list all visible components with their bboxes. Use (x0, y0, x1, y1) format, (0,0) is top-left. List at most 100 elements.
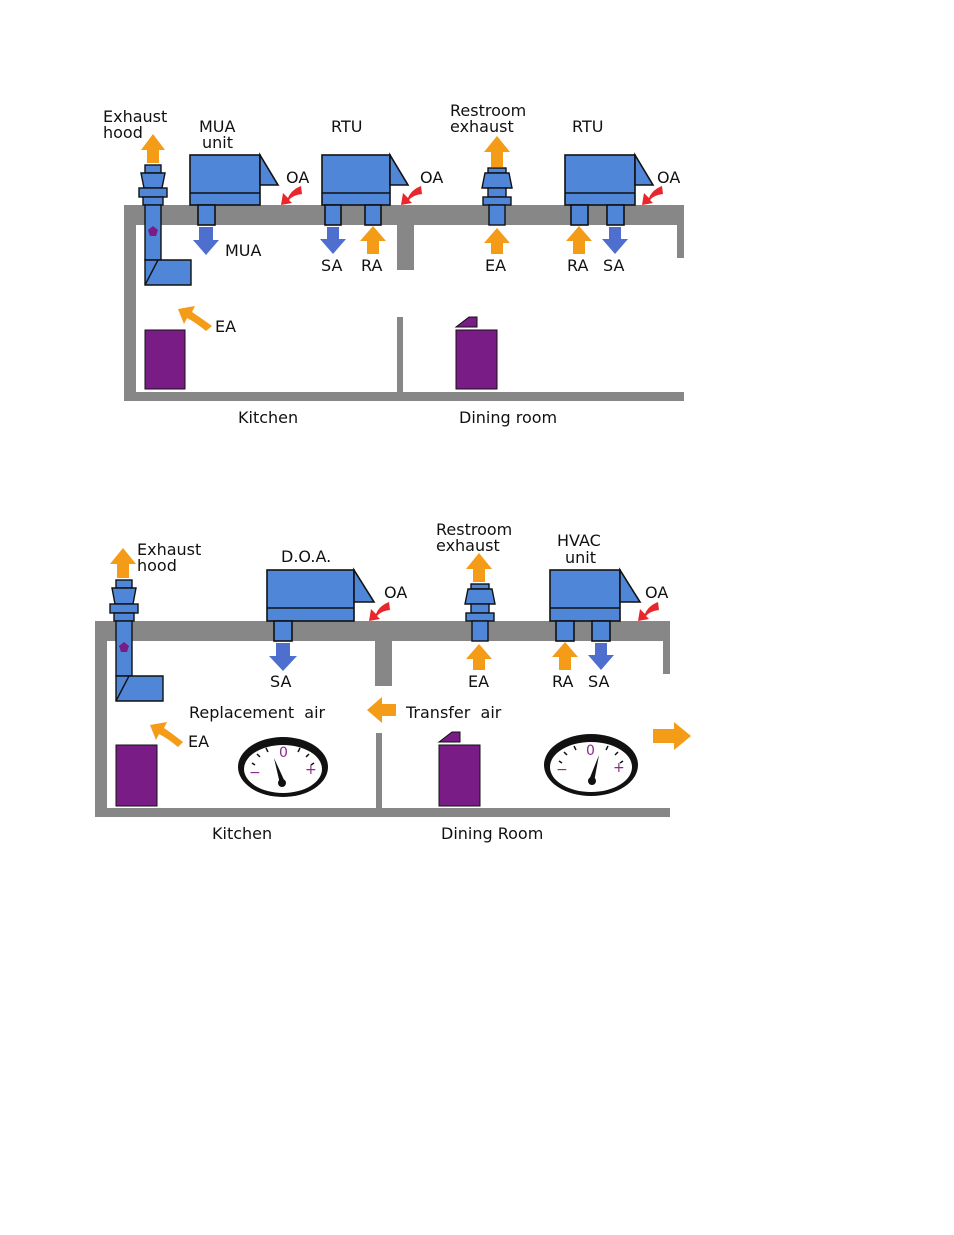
label-room-kitchen: Kitchen (238, 408, 298, 427)
partition-upper (397, 205, 414, 270)
label-sa-1: SA (270, 672, 291, 691)
gauge-plus-label: + (305, 762, 317, 778)
gauge-minus-label: − (249, 765, 261, 781)
label-rtu-2: RTU (572, 117, 603, 136)
exhaust-hood (109, 579, 164, 702)
rtu1-return-arrow (360, 226, 386, 254)
label-exhaust-hood-1: Exhaust (103, 107, 167, 126)
hvac-unit (549, 567, 642, 642)
label-exhaust-hood-2: hood (137, 556, 177, 575)
label-restroom-1: Restroom (450, 101, 526, 120)
oa-arrow-2 (401, 186, 422, 205)
mua-supply-arrow (193, 227, 219, 255)
doa-unit (266, 567, 376, 642)
exhaust-hood (138, 164, 192, 286)
dining-appliance-top (437, 731, 461, 743)
label-replacement-air: Replacement air (189, 703, 326, 722)
restroom-exhaust-fan (464, 583, 496, 642)
label-oa-2: OA (645, 583, 668, 602)
dining-appliance (455, 329, 498, 390)
restroom-exhaust-arrow (466, 553, 492, 582)
label-ea-restroom: EA (468, 672, 489, 691)
label-restroom-2: exhaust (450, 117, 514, 136)
gauge-zero-label: 0 (586, 743, 595, 759)
oa-arrow-2 (638, 602, 659, 621)
label-ra: RA (552, 672, 573, 691)
gauge-needle (274, 758, 285, 784)
pressure-gauge-kitchen: 0 − + (238, 737, 328, 797)
label-restroom-2: exhaust (436, 536, 500, 555)
label-restroom-1: Restroom (436, 520, 512, 539)
oa-arrow-1 (281, 186, 302, 205)
label-ra-2: RA (567, 256, 588, 275)
kitchen-ea-arrow (150, 722, 183, 747)
left-wall (124, 205, 136, 401)
right-wall-stub (677, 205, 684, 258)
mua-unit (189, 152, 280, 226)
label-room-dining: Dining room (459, 408, 557, 427)
right-wall-stub (663, 621, 670, 674)
duct-marker-icon (119, 642, 129, 652)
restroom-ea-arrow (466, 644, 492, 670)
kitchen-appliance (115, 744, 158, 807)
rtu-unit-1 (321, 152, 410, 226)
label-mua-unit-2: unit (202, 133, 233, 152)
label-exhaust-hood-2: hood (103, 123, 143, 142)
label-ea-kitchen: EA (215, 317, 236, 336)
oa-arrow-3 (642, 186, 663, 205)
label-hvac-unit-2: unit (565, 548, 596, 567)
floor-wall (95, 808, 670, 817)
pressure-gauge-dining: 0 − + (544, 734, 638, 796)
hood-exhaust-arrow (141, 134, 165, 163)
label-sa-2: SA (588, 672, 609, 691)
duct-marker-icon (148, 226, 158, 236)
label-doa: D.O.A. (281, 547, 331, 566)
rtu1-supply-arrow (320, 227, 346, 254)
restroom-ea-arrow (484, 228, 510, 254)
label-room-dining: Dining Room (441, 824, 543, 843)
label-rtu-1: RTU (331, 117, 362, 136)
partition-lower (397, 317, 403, 395)
label-ea-kitchen: EA (188, 732, 209, 751)
label-mua-unit-1: MUA (199, 117, 236, 136)
label-hvac-unit-1: HVAC (557, 531, 601, 550)
label-room-kitchen: Kitchen (212, 824, 272, 843)
hvac-supply-arrow (588, 643, 614, 670)
label-ra-1: RA (361, 256, 382, 275)
gauge-plus-label: + (613, 760, 625, 776)
partition-upper (375, 621, 392, 686)
rtu-unit-2 (564, 152, 655, 226)
label-ea-restroom: EA (485, 256, 506, 275)
hvac-return-arrow (552, 642, 578, 670)
restroom-exhaust-arrow (484, 136, 510, 167)
dining-appliance-top (454, 316, 478, 328)
label-oa-2: OA (420, 168, 443, 187)
gauge-minus-label: − (556, 762, 568, 778)
doa-supply-arrow (269, 643, 297, 671)
oa-arrow-1 (369, 602, 390, 621)
gauge-zero-label: 0 (279, 745, 288, 761)
label-oa-3: OA (657, 168, 680, 187)
floor-wall (124, 392, 684, 401)
kitchen-appliance (144, 329, 186, 390)
restroom-exhaust-fan (481, 167, 513, 226)
transfer-air-arrow-left (367, 697, 396, 723)
transfer-air-arrow-right (653, 722, 691, 750)
label-exhaust-hood-1: Exhaust (137, 540, 201, 559)
label-sa-1: SA (321, 256, 342, 275)
dining-appliance (438, 744, 481, 807)
label-oa-1: OA (286, 168, 309, 187)
diagram-restaurant-doa: 0 − + 0 − + Exhaust hood D.O.A. (95, 520, 691, 843)
diagram-restaurant-mua: Exhaust hood MUA unit RTU Restroom exhau… (103, 101, 684, 427)
label-oa-1: OA (384, 583, 407, 602)
label-mua: MUA (225, 241, 262, 260)
gauge-needle (589, 755, 599, 782)
rtu2-return-arrow (566, 226, 592, 254)
kitchen-ea-arrow (178, 306, 212, 331)
left-wall (95, 621, 107, 817)
label-sa-2: SA (603, 256, 624, 275)
hood-exhaust-arrow (110, 548, 136, 578)
partition-lower (376, 733, 382, 809)
rtu2-supply-arrow (602, 227, 628, 254)
